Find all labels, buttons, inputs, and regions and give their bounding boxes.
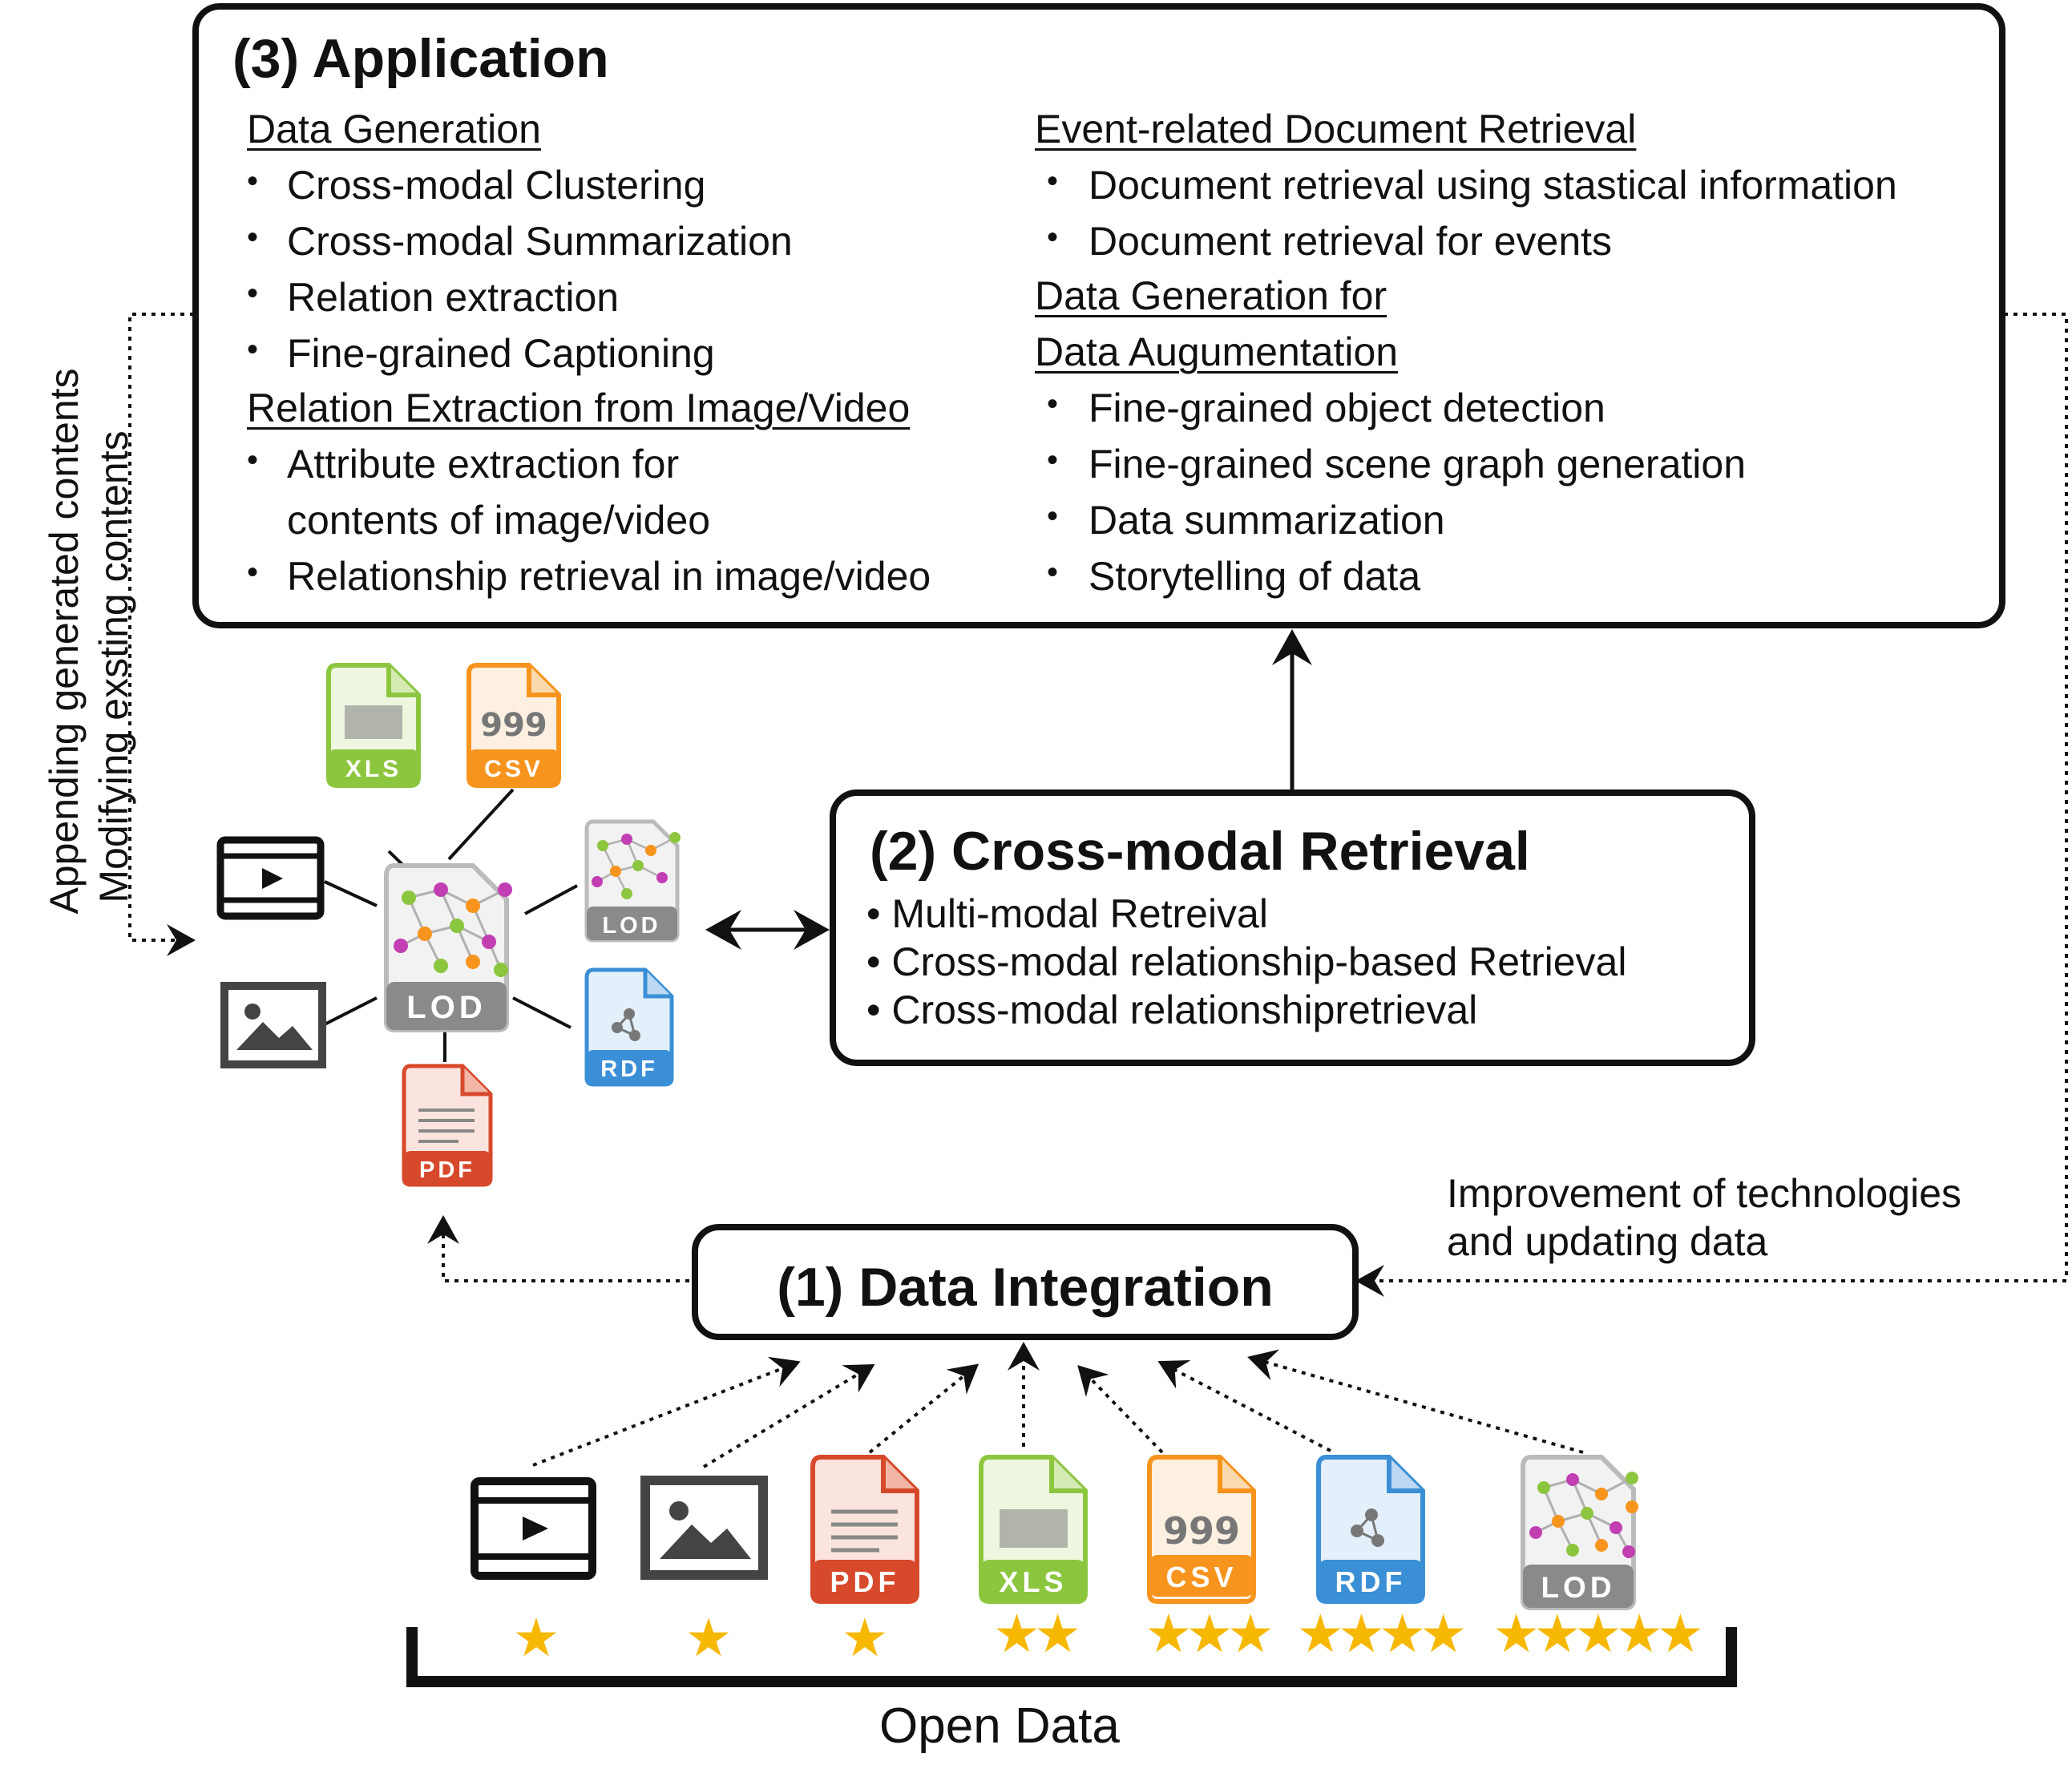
item-multi-modal-retrieval: • Multi-modal Retreival: [866, 891, 1268, 936]
retrieval-box: (2) Cross-modal Retrieval • Multi-modal …: [830, 790, 1755, 1066]
section-data-generation: Data Generation: [247, 107, 541, 151]
item-cross-modal-clustering: Cross-modal Clustering: [287, 163, 706, 208]
svg-text:LOD: LOD: [406, 990, 486, 1025]
od-lod-file-icon: LOD: [1521, 1455, 1638, 1610]
section-data-generation-for: Data Generation for: [1035, 273, 1387, 318]
bullet: •: [247, 555, 259, 590]
integration-title: (1) Data Integration: [777, 1257, 1274, 1318]
open-data-label: Open Data: [879, 1698, 1120, 1754]
hub-lod-small-file-icon: LOD: [584, 819, 681, 943]
item-scene-graph: Fine-grained scene graph generation: [1089, 442, 1746, 487]
od-image-icon: [640, 1476, 768, 1580]
section-event-document-retrieval: Event-related Document Retrieval: [1035, 107, 1637, 151]
bullet: •: [1047, 164, 1059, 199]
item-fine-grained-captioning: Fine-grained Captioning: [287, 331, 715, 376]
application-title: (3) Application: [232, 28, 609, 89]
hub-spokes: [324, 788, 578, 1062]
arrow-od-csv: [1077, 1365, 1164, 1454]
bullet: •: [1047, 386, 1059, 422]
item-relation-extraction: Relation extraction: [287, 275, 620, 320]
section-relation-extraction: Relation Extraction from Image/Video: [247, 386, 911, 430]
retrieval-title: (2) Cross-modal Retrieval: [870, 821, 1530, 882]
bullet: •: [1047, 555, 1059, 590]
svg-text:XLS: XLS: [999, 1565, 1067, 1598]
hub-rdf-file-icon: RDF: [584, 967, 674, 1087]
bullet: •: [247, 220, 259, 255]
svg-text:PDF: PDF: [830, 1565, 900, 1598]
item-document-retrieval-events: Document retrieval for events: [1089, 219, 1613, 264]
item-relationship-retrieval: Relationship retrieval in image/video: [287, 554, 931, 599]
item-relationship-based-retrieval: • Cross-modal relationship-based Retriev…: [866, 939, 1627, 984]
od-xls-file-icon: XLS: [979, 1455, 1088, 1604]
arrow-od-rdf: [1157, 1359, 1331, 1452]
svg-text:999: 999: [1163, 1509, 1240, 1553]
bullet: •: [1047, 442, 1059, 478]
item-cross-modal-summarization: Cross-modal Summarization: [287, 219, 793, 264]
svg-text:CSV: CSV: [484, 756, 543, 782]
stars-image: ★: [685, 1608, 732, 1667]
item-storytelling: Storytelling of data: [1089, 554, 1421, 599]
bullet: •: [247, 276, 259, 311]
bullet: •: [247, 164, 259, 199]
od-csv-file-icon: 999 CSV: [1147, 1455, 1256, 1604]
stars-rdf: ★★★★: [1296, 1604, 1468, 1663]
svg-text:RDF: RDF: [600, 1056, 658, 1082]
od-pdf-file-icon: PDF: [810, 1455, 919, 1604]
stars-xls: ★★: [992, 1604, 1081, 1663]
od-video-icon: [471, 1477, 596, 1580]
svg-text:PDF: PDF: [419, 1157, 475, 1183]
bullet: •: [1047, 220, 1059, 255]
application-box: (3) Application Data Generation • Cross-…: [192, 3, 2005, 628]
integration-box: (1) Data Integration: [692, 1224, 1359, 1340]
arrow-feedback-left: [128, 313, 196, 956]
open-data-bracket: [406, 1627, 1737, 1687]
hub-xls-file-icon: XLS: [326, 663, 421, 788]
feedback-right-line1: Improvement of technologies: [1447, 1171, 1962, 1216]
item-data-summarization: Data summarization: [1089, 498, 1445, 543]
item-attribute-extraction: Attribute extraction for: [287, 442, 680, 487]
stars-video: ★: [512, 1608, 559, 1667]
hub-pdf-file-icon: PDF: [402, 1064, 493, 1187]
stars-pdf: ★: [841, 1608, 888, 1667]
hub-video-icon: [216, 836, 325, 920]
hub-csv-file-icon: 999 CSV: [467, 663, 561, 788]
feedback-right-line2: and updating data: [1447, 1219, 1768, 1264]
hub-image-icon: [220, 982, 326, 1068]
item-document-retrieval-stats: Document retrieval using stastical infor…: [1089, 163, 1897, 208]
svg-text:LOD: LOD: [602, 913, 660, 939]
svg-text:XLS: XLS: [345, 756, 402, 782]
item-object-detection: Fine-grained object detection: [1089, 386, 1605, 430]
svg-text:999: 999: [480, 707, 547, 744]
svg-text:CSV: CSV: [1165, 1561, 1237, 1593]
bullet: •: [247, 332, 259, 367]
hub-lod-file-icon: LOD: [384, 863, 512, 1032]
svg-text:RDF: RDF: [1335, 1565, 1407, 1598]
section-data-augmentation: Data Augumentation: [1035, 329, 1399, 374]
item-relationship-retrieval: • Cross-modal relationshipretrieval: [866, 987, 1478, 1032]
arrow-feedback-right: [1355, 313, 2068, 1297]
svg-text:LOD: LOD: [1541, 1571, 1615, 1604]
stars-lod: ★★★★★: [1492, 1604, 1704, 1663]
bullet: •: [247, 442, 259, 478]
arrow-od-pdf: [868, 1363, 979, 1454]
item-attribute-extraction-cont: contents of image/video: [287, 498, 711, 543]
bullet: •: [1047, 499, 1059, 534]
od-rdf-file-icon: RDF: [1316, 1455, 1425, 1604]
stars-csv: ★★★: [1145, 1604, 1274, 1663]
arrow-od-image: [702, 1363, 875, 1468]
